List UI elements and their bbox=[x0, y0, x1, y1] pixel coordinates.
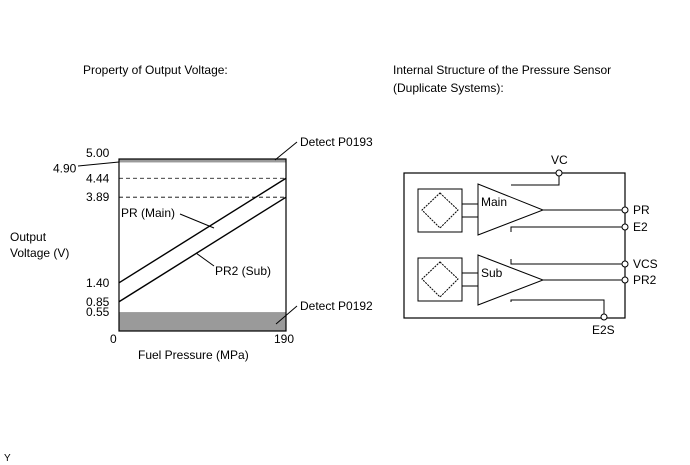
right-title-line2: (Duplicate Systems): bbox=[393, 81, 504, 95]
y-tick-label-2: 4.44 bbox=[86, 171, 110, 185]
terminal-vcs bbox=[621, 260, 629, 268]
sub-sensing-element-box bbox=[417, 257, 463, 302]
terminal-label-pr: PR bbox=[633, 203, 650, 217]
sub-bridge-icon bbox=[421, 261, 459, 298]
y-tick-labels: 5.00 4.90 4.44 3.89 1.40 0.850.55 bbox=[53, 146, 110, 319]
sensor-housing bbox=[403, 172, 626, 319]
leader-pr2-sub bbox=[195, 252, 215, 267]
series-lines bbox=[118, 177, 287, 303]
terminal-label-pr2: PR2 bbox=[633, 273, 657, 287]
leader-pr-main bbox=[179, 213, 215, 229]
series-label-pr-main: PR (Main) bbox=[121, 206, 175, 220]
sub-amplifier-icon bbox=[477, 254, 545, 306]
corner-mark: Y bbox=[4, 453, 11, 464]
pressure-sensor-diagram: VC Main PR E2 Sub VCS PR2 bbox=[403, 153, 658, 337]
plot-frame bbox=[118, 158, 287, 332]
y-tick-label-4: 1.40 bbox=[86, 276, 110, 290]
terminal-label-e2: E2 bbox=[633, 220, 648, 234]
series-label-pr2-sub: PR2 (Sub) bbox=[215, 264, 271, 278]
wire-vc bbox=[511, 176, 560, 186]
series-line-0 bbox=[118, 177, 287, 284]
x-tick-label-1: 190 bbox=[274, 332, 294, 346]
terminal-pr bbox=[621, 206, 629, 214]
x-tick-label-0: 0 bbox=[110, 332, 117, 346]
band-0 bbox=[119, 159, 286, 163]
x-tick-labels: 0 190 bbox=[110, 332, 294, 346]
amplifier-label-main: Main bbox=[481, 195, 507, 209]
output-voltage-chart: 5.00 4.90 4.44 3.89 1.40 0.850.55 0 190 PR (Ma… bbox=[10, 135, 373, 362]
terminal-pr2 bbox=[621, 276, 629, 284]
right-title-line1: Internal Structure of the Pressure Senso… bbox=[393, 63, 611, 77]
y-tick-label-6: 0.55 bbox=[86, 305, 110, 319]
terminal-label-vcs: VCS bbox=[633, 257, 658, 271]
leader-p0192 bbox=[275, 305, 298, 325]
series-line-1 bbox=[118, 196, 287, 303]
wire-vcs bbox=[510, 259, 622, 265]
terminal-label-vc: VC bbox=[551, 153, 568, 167]
band-1 bbox=[119, 312, 286, 331]
y-tick-label-0: 5.00 bbox=[86, 146, 110, 160]
terminal-label-e2s: E2S bbox=[592, 323, 615, 337]
wire-e2 bbox=[510, 226, 622, 232]
y-axis-label-line2: Voltage (V) bbox=[10, 246, 69, 260]
y-tick-label-5: 0.85 bbox=[86, 295, 110, 309]
left-title: Property of Output Voltage: bbox=[83, 63, 228, 77]
y-tick-label-3: 3.89 bbox=[86, 190, 110, 204]
amplifier-label-sub: Sub bbox=[481, 266, 503, 280]
band-label-p0192: Detect P0192 bbox=[300, 299, 373, 313]
leader-4-90 bbox=[77, 161, 120, 167]
x-axis-label: Fuel Pressure (MPa) bbox=[138, 348, 249, 362]
band-label-p0193: Detect P0193 bbox=[300, 135, 373, 149]
wire-e2s bbox=[510, 299, 605, 314]
main-sensing-element-box bbox=[417, 188, 463, 233]
terminal-vc bbox=[555, 169, 563, 177]
leader-p0193 bbox=[274, 141, 298, 161]
detection-bands bbox=[119, 159, 286, 331]
terminal-e2 bbox=[621, 223, 629, 231]
y-axis-label-line1: Output bbox=[10, 230, 47, 244]
terminal-e2s bbox=[600, 313, 608, 321]
main-bridge-icon bbox=[421, 192, 459, 229]
y-tick-label-1: 4.90 bbox=[53, 161, 77, 175]
main-amplifier-icon bbox=[477, 183, 545, 236]
